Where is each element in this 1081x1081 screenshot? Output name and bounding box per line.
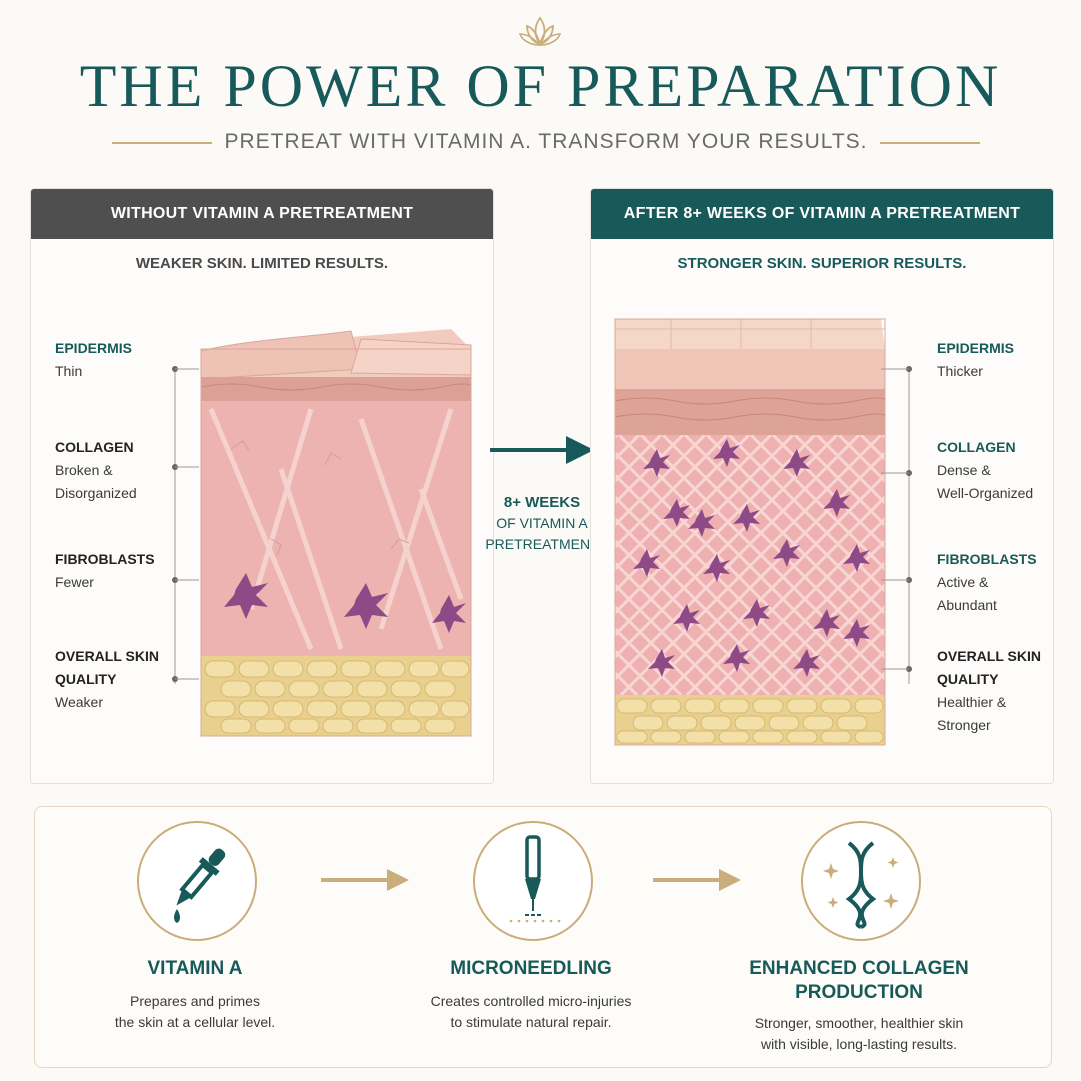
fibroblasts-label: FIBROBLASTS Fewer [55,548,155,594]
label-title: EPIDERMIS [55,340,133,356]
fibroblast-cell [783,449,810,477]
collagen-helix-icon [801,821,921,941]
thick-skin-cross-section [614,318,886,746]
fibroblast-cell [703,554,730,582]
fibroblast-cell [713,439,740,467]
process-steps-panel: VITAMIN A Prepares and primes the skin a… [34,806,1052,1068]
fibroblast-cells [224,573,466,633]
label-value: Fewer [55,574,94,590]
label-value: Thin [55,363,83,379]
step-title: MICRONEEDLING [450,958,612,979]
label-title: OVERALL SKIN [937,648,1041,664]
panel-tagline: WEAKER SKIN. LIMITED RESULTS. [135,255,389,272]
label-value: Well-Organized [937,485,1034,501]
transition-duration: 8+ WEEKS [503,494,581,511]
transition-label: 8+ WEEKS OF VITAMIN A PRETREATMENT [478,492,606,555]
step-title: ENHANCED COLLAGEN PRODUCTION [709,957,1009,1005]
gold-divider-left [112,142,212,144]
label-value: Healthier & [937,694,1007,710]
step-description-line: Stronger, smoother, healthier skin [754,1015,964,1031]
label-value: Dense & [937,462,991,478]
panel-header: WITHOUT VITAMIN A PRETREATMENT [31,189,493,239]
dropper-icon [137,821,257,941]
fibroblast-cell [643,449,670,477]
label-value: Thicker [937,363,983,379]
gold-arrow-icon [321,869,409,891]
step-title: VITAMIN A [147,958,243,979]
page-title: THE POWER OF PREPARATION [79,53,1002,119]
skin-quality-label: OVERALL SKIN QUALITY Healthier & Stronge… [937,645,1041,737]
fibroblast-cell [723,644,750,672]
fibroblast-cell [823,489,850,517]
step-description: Stronger, smoother, healthier skin with … [709,1013,1009,1055]
label-value: Abundant [937,597,997,613]
step-description-line: with visible, long-lasting results. [760,1036,958,1052]
with-pretreatment-panel: AFTER 8+ WEEKS OF VITAMIN A PRETREATMENT… [590,188,1054,784]
fibroblasts-label: FIBROBLASTS Active & Abundant [937,548,1037,617]
subtitle-row: PRETREAT WITH VITAMIN A. TRANSFORM YOUR … [112,128,980,158]
label-value: Broken & [55,462,113,478]
label-value: Disorganized [55,485,137,501]
without-pretreatment-panel: WITHOUT VITAMIN A PRETREATMENT WEAKER SK… [30,188,494,784]
gold-divider-right [880,142,980,144]
step-description: Creates controlled micro-injuries to sti… [381,991,681,1033]
panel-header: AFTER 8+ WEEKS OF VITAMIN A PRETREATMENT [591,189,1053,239]
label-title: EPIDERMIS [937,340,1015,356]
label-value: Weaker [55,694,103,710]
step-description-line: to stimulate natural repair. [450,1014,612,1030]
collagen-label: COLLAGEN Dense & Well-Organized [937,436,1033,505]
label-title: QUALITY [55,671,117,687]
fibroblast-cell [733,504,760,532]
gold-arrow-icon [653,869,741,891]
fibroblast-cell [843,619,870,647]
leader-lines [881,366,912,684]
fibroblast-cell [743,599,770,627]
step-title-line: ENHANCED COLLAGEN [749,958,969,979]
fibroblast-cell [773,539,800,567]
transition-arrow-icon [490,436,594,464]
label-title: OVERALL SKIN [55,648,159,664]
leader-lines [172,366,199,684]
step-title-line: PRODUCTION [795,982,923,1003]
fibroblast-cell [673,604,700,632]
fibroblast-cell [663,499,690,527]
fibroblast-cell [648,649,675,677]
transition-line: PRETREATMENT [485,536,599,552]
fibroblast-cell [793,649,820,677]
fibroblast-cell [688,509,715,537]
step-description-line: the skin at a cellular level. [114,1014,276,1030]
label-title: QUALITY [937,671,999,687]
skin-quality-label: OVERALL SKIN QUALITY Weaker [55,645,159,714]
fibroblast-cell [813,609,840,637]
label-value: Active & [937,574,989,590]
fibroblast-cell [843,544,870,572]
collagen-label: COLLAGEN Broken & Disorganized [55,436,137,505]
label-value: Stronger [937,717,991,733]
thin-skin-cross-section [200,329,472,737]
epidermis-label: EPIDERMIS Thicker [937,337,1014,383]
lotus-icon [518,16,562,46]
microneedle-icon [473,821,593,941]
label-title: FIBROBLASTS [55,551,155,567]
step-description-line: Creates controlled micro-injuries [430,993,632,1009]
label-title: COLLAGEN [937,439,1016,455]
step-description: Prepares and primes the skin at a cellul… [45,991,345,1033]
label-title: COLLAGEN [55,439,134,455]
epidermis-label: EPIDERMIS Thin [55,337,132,383]
transition-line: OF VITAMIN A [496,515,588,531]
panel-tagline: STRONGER SKIN. SUPERIOR RESULTS. [677,255,967,272]
label-title: FIBROBLASTS [937,551,1037,567]
step-description-line: Prepares and primes [130,993,260,1009]
page-subtitle: PRETREAT WITH VITAMIN A. TRANSFORM YOUR … [224,130,868,153]
fibroblast-cell [633,549,660,577]
